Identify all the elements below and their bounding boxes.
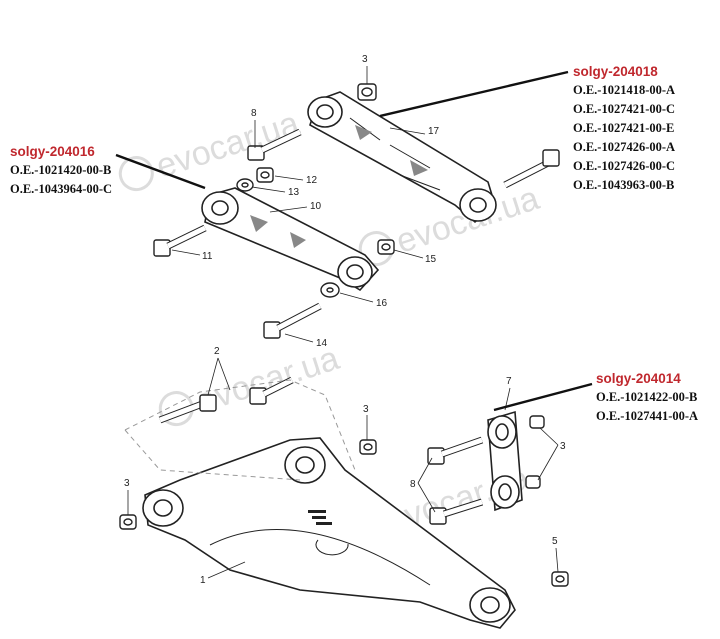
label-3-mid: 3	[363, 404, 369, 415]
pointer-204014	[493, 382, 593, 412]
arm-10	[201, 187, 380, 292]
bolt-8-lower-b	[429, 498, 484, 525]
oe-number: O.E.-1027426-00-A	[573, 140, 676, 154]
nut-3-left	[119, 514, 137, 530]
part-numbers: 3 8 17 12 13 10 11 15 16 14 2 3 7 8 3 3 …	[124, 54, 566, 586]
watermark-1: evocar.ua	[152, 104, 304, 186]
callout-204016-code: solgy-204016	[10, 144, 95, 159]
label-3-left: 3	[124, 478, 130, 489]
link-7	[487, 410, 523, 512]
oe-number: O.E.-1027426-00-C	[573, 159, 676, 173]
bolts	[153, 128, 560, 525]
label-3-top: 3	[362, 54, 368, 65]
nut-3-top	[357, 83, 377, 101]
dashed-outline	[124, 379, 356, 481]
oe-number: O.E.-1043964-00-C	[10, 182, 113, 196]
callout-204014: solgy-204014 O.E.-1021422-00-B O.E.-1027…	[596, 369, 698, 426]
label-14: 14	[316, 338, 328, 349]
label-8-lower: 8	[410, 479, 416, 490]
nut-3-r1	[529, 415, 545, 429]
nuts-washers	[119, 83, 569, 587]
label-16: 16	[376, 298, 388, 309]
label-7: 7	[506, 376, 512, 387]
arm-markings	[308, 510, 332, 525]
oe-number: O.E.-1021422-00-B	[596, 390, 698, 404]
label-13: 13	[288, 187, 300, 198]
bolt-8-lower-a	[427, 436, 484, 465]
label-1: 1	[200, 575, 206, 586]
label-11: 11	[202, 251, 213, 262]
arm-17	[307, 91, 497, 224]
label-8-upper: 8	[251, 108, 257, 119]
label-10: 10	[310, 201, 322, 212]
lower-arm-1	[142, 437, 516, 629]
callout-204014-code: solgy-204014	[596, 371, 681, 386]
bolt-17-right	[503, 149, 560, 189]
bolt-14	[263, 302, 322, 339]
washer-13	[236, 178, 254, 192]
oe-number: O.E.-1027421-00-E	[573, 121, 675, 135]
oe-number: O.E.-1021420-00-B	[10, 163, 112, 177]
callout-204018-code: solgy-204018	[573, 64, 658, 79]
oe-number: O.E.-1021418-00-A	[573, 83, 676, 97]
label-17: 17	[428, 126, 440, 137]
leader-lines	[127, 66, 559, 579]
bolt-11	[153, 224, 207, 257]
bolt-2-b	[249, 376, 294, 405]
label-2: 2	[214, 346, 220, 357]
oe-number: O.E.-1027421-00-C	[573, 102, 676, 116]
nut-3-r2	[525, 475, 541, 489]
nut-12	[256, 167, 274, 183]
label-15: 15	[425, 254, 437, 265]
nut-15	[377, 239, 395, 255]
nut-5	[551, 571, 569, 587]
bolt-8-upper	[247, 128, 302, 161]
callout-pointers	[115, 70, 593, 412]
pointer-204016	[115, 153, 206, 190]
oe-number: O.E.-1027441-00-A	[596, 409, 699, 423]
callout-204016: solgy-204016 O.E.-1021420-00-B O.E.-1043…	[10, 142, 112, 199]
label-3-right: 3	[560, 441, 566, 452]
washer-16	[320, 282, 340, 298]
pointer-204018	[379, 70, 569, 118]
callout-204018: solgy-204018 O.E.-1021418-00-A O.E.-1027…	[573, 62, 675, 195]
nut-3-mid	[359, 439, 377, 455]
oe-number: O.E.-1043963-00-B	[573, 178, 675, 192]
label-5: 5	[552, 536, 558, 547]
label-12: 12	[306, 175, 318, 186]
